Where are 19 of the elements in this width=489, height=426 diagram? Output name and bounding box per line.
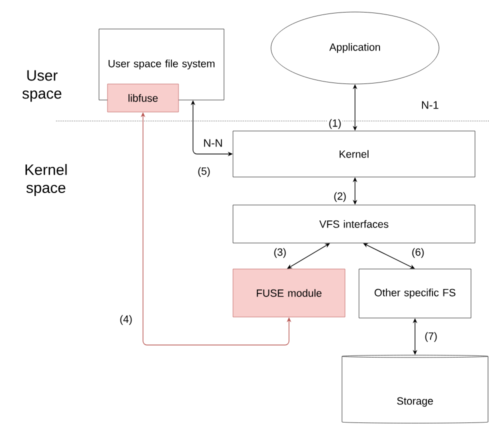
text-label: N-1 — [422, 101, 438, 109]
edge-label: (1) — [328, 118, 342, 130]
text-label: N-N — [204, 139, 222, 147]
edge-label: (3) — [272, 247, 288, 259]
text-label: Kernel space — [26, 164, 67, 196]
edge-label: (2) — [332, 191, 348, 203]
library-box: libfuse — [107, 84, 179, 112]
edge-label: (4) — [118, 314, 134, 326]
edge-label: (6) — [410, 247, 426, 259]
text-label: User space — [22, 70, 62, 102]
process-box: FUSE module — [232, 268, 346, 318]
arrow — [287, 243, 330, 269]
arrow — [363, 243, 415, 269]
process-box: VFS interfaces — [232, 204, 476, 244]
process-box: Other specific FS — [358, 268, 472, 318]
process-box: Kernel — [232, 130, 476, 178]
storage-cylinder: Storage — [342, 354, 488, 424]
edge-label: (7) — [424, 331, 438, 343]
edge-label: (5) — [196, 166, 212, 178]
